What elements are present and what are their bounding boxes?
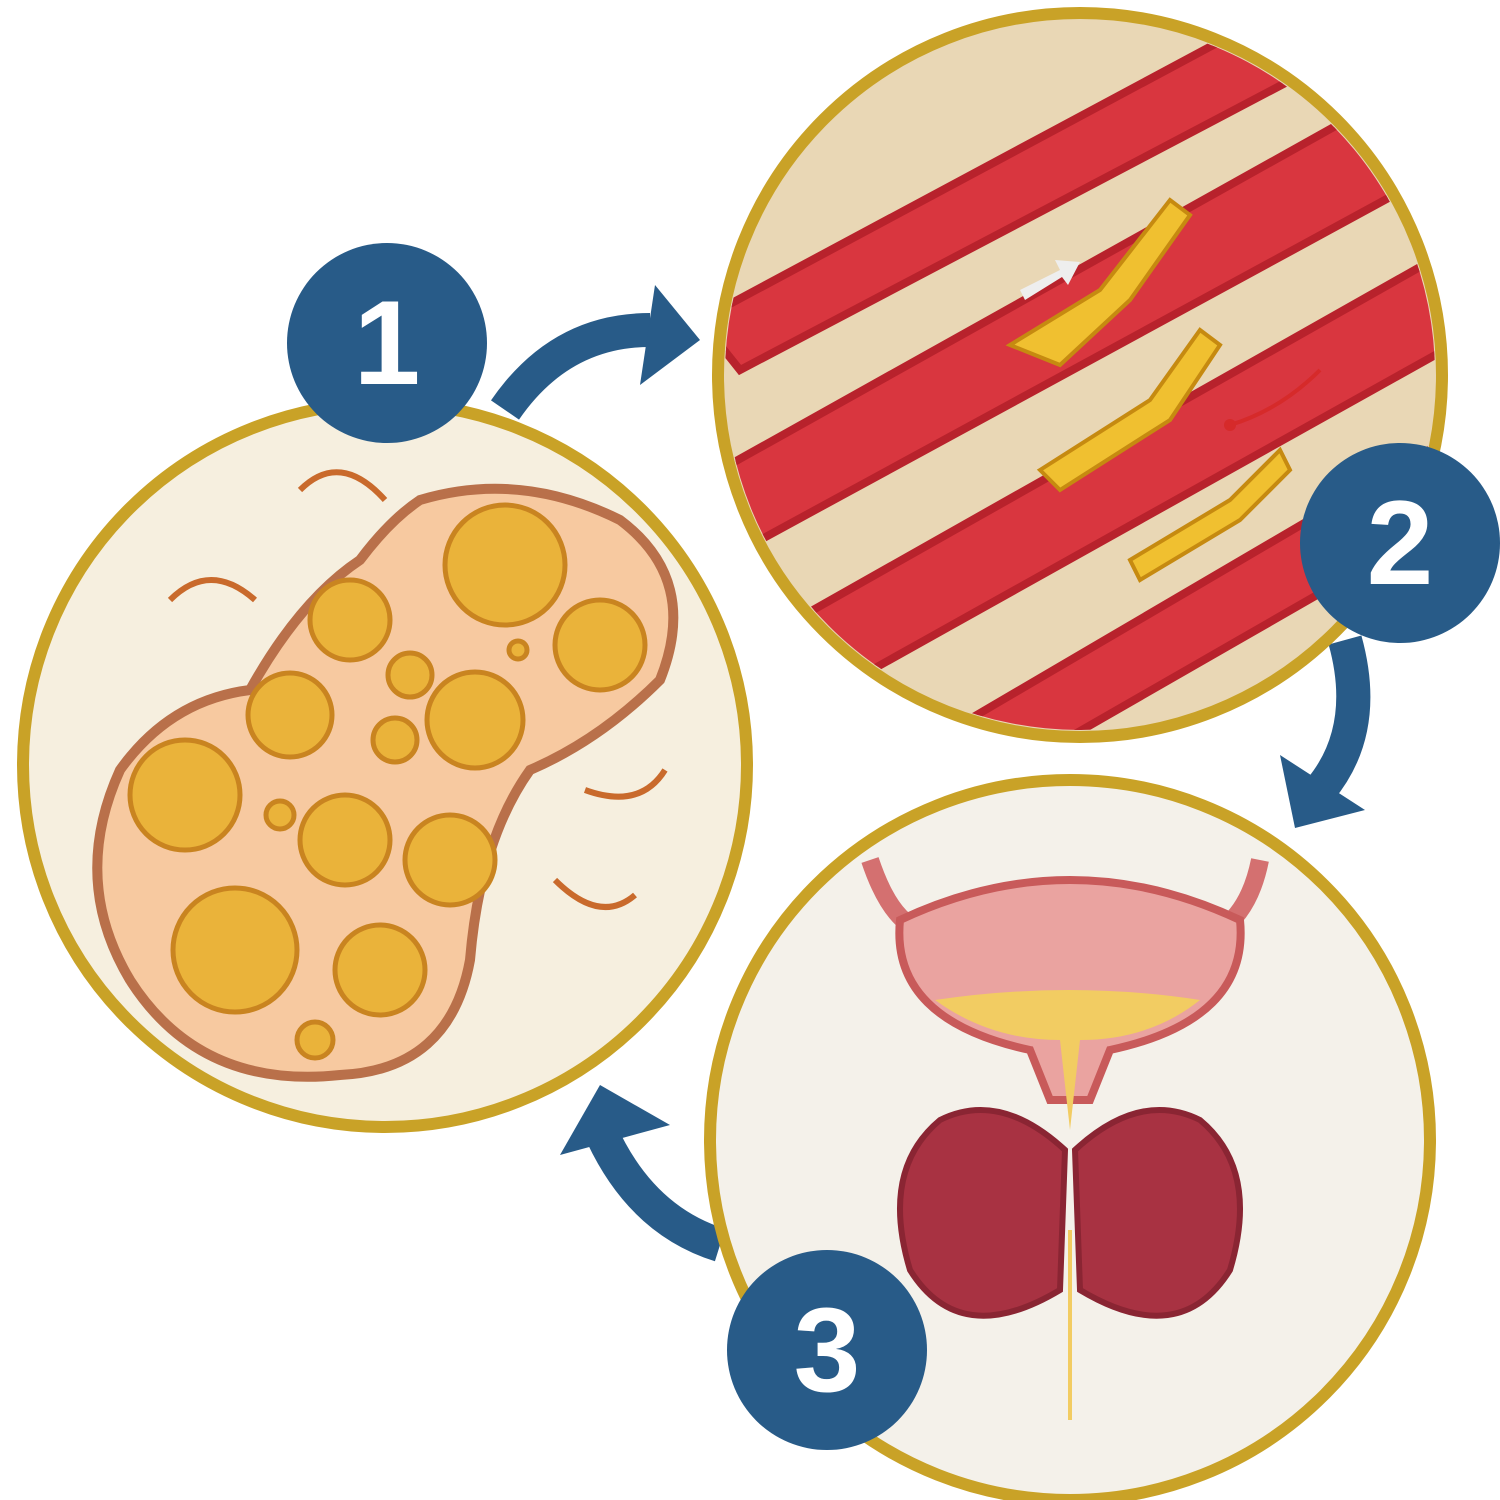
arrow-3-to-1 xyxy=(584,1122,726,1262)
step-badge-1: 1 xyxy=(287,243,487,443)
arrowhead-icon xyxy=(1280,755,1365,828)
prostate xyxy=(897,1107,1243,1319)
clot-icon xyxy=(1005,197,1293,583)
step-badge-2: 2 xyxy=(1300,443,1500,643)
inflow-arrows xyxy=(167,469,668,910)
panel-blood-vessels xyxy=(712,7,1448,743)
arrow-2-to-3 xyxy=(1306,635,1371,801)
arrowhead-icon xyxy=(640,285,700,385)
arrow-1-to-2 xyxy=(490,313,651,420)
panel-fat-tissue xyxy=(17,397,753,1133)
step-badge-3: 3 xyxy=(727,1250,927,1450)
cycle-arrows xyxy=(490,313,1371,1262)
arrowhead-icon xyxy=(560,1085,670,1155)
bladder xyxy=(895,876,1245,1104)
